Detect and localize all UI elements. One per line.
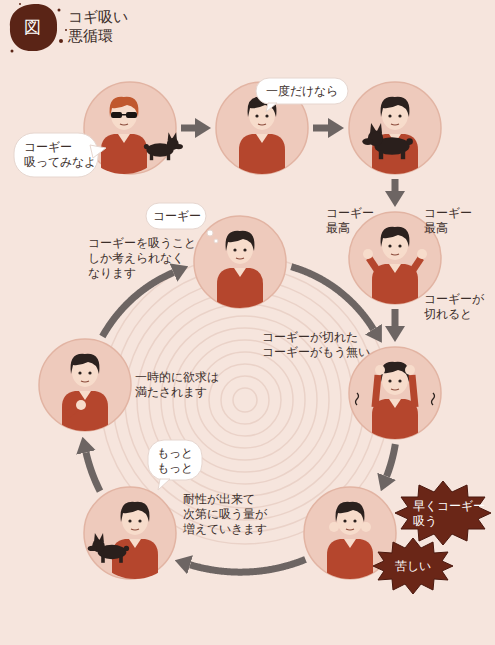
ring xyxy=(209,364,281,436)
flow-arrow xyxy=(387,444,396,476)
blot xyxy=(10,4,57,51)
circle-outline xyxy=(83,81,177,175)
caption-text: コーギーを吸うこと しか考えられなく なります xyxy=(88,236,200,281)
stage-circle xyxy=(348,81,442,175)
speech-bubbles xyxy=(14,78,348,490)
speech-text: もっと もっと xyxy=(157,446,197,476)
speckle xyxy=(19,3,21,5)
stage-circle: 一時的に欲求は 満たされます xyxy=(38,338,132,432)
speckle xyxy=(11,50,14,53)
flow-arrow xyxy=(102,273,173,337)
title-blot xyxy=(10,3,67,53)
circle-outline xyxy=(348,81,442,175)
flow-arrow xyxy=(86,452,100,491)
stage-circle: コーギー 最高コーギー 最高 xyxy=(348,211,442,305)
thought-bubble xyxy=(146,203,206,229)
exclaim-text: コーギー 最高 xyxy=(326,206,378,236)
circle-outline xyxy=(303,486,397,580)
speech-text: コーギー 吸ってみなよ xyxy=(24,140,100,170)
flow-arrow xyxy=(392,179,399,191)
figure-badge: 図 xyxy=(24,16,46,38)
flow-arrow xyxy=(190,559,305,572)
circle-fill xyxy=(304,487,396,579)
speech-bubble xyxy=(148,440,202,480)
flow-arrow xyxy=(392,309,399,326)
burst-shape xyxy=(395,481,491,545)
burst-text: 早くコーギー吸う xyxy=(413,499,487,529)
speech-text: 一度だけなら xyxy=(266,84,346,99)
circle-fill xyxy=(349,82,441,174)
thought-text: コーギー xyxy=(153,209,205,224)
ring xyxy=(137,292,353,508)
circle-fill xyxy=(84,82,176,174)
ring xyxy=(233,388,257,412)
circle-fill xyxy=(84,487,176,579)
circle-fill xyxy=(39,339,131,431)
diagram-title: コギ吸い 悪循環 xyxy=(68,8,132,46)
caption-text: コーギーが切れた コーギーがもう無い xyxy=(262,330,374,360)
stage-circle: もっと もっと xyxy=(83,486,177,580)
arrow-caption: コーギーが 切れると xyxy=(424,292,490,322)
flow-arrow xyxy=(313,125,328,132)
circle-outline xyxy=(193,215,287,309)
stage-circle: 一度だけなら xyxy=(215,81,309,175)
speckle xyxy=(65,29,67,31)
stage-circle: コーギーが切れた コーギーがもう無い xyxy=(348,346,442,440)
arrow-caption: 耐性が出来て 次第に吸う量が 増えていきます xyxy=(183,492,273,537)
stage-circle: 早くコーギー吸う苦しい xyxy=(303,486,397,580)
ring xyxy=(125,280,365,520)
circle-fill xyxy=(349,347,441,439)
flow-arrow xyxy=(181,125,195,132)
burst-text: 苦しい xyxy=(395,559,435,574)
stage-circle: コーギー 吸ってみなよ xyxy=(83,81,177,175)
circle-outline xyxy=(83,486,177,580)
circle-outline xyxy=(38,338,132,432)
exclaim-text: コーギー 最高 xyxy=(424,206,476,236)
ring xyxy=(221,376,269,424)
ring xyxy=(197,352,293,448)
circle-outline xyxy=(348,346,442,440)
speckle xyxy=(58,9,61,12)
stage-circle: コーギーコーギーを吸うこと しか考えられなく なります xyxy=(193,215,287,309)
speckle xyxy=(59,39,63,43)
circle-fill xyxy=(194,216,286,308)
caption-text: 一時的に欲求は 満たされます xyxy=(135,370,225,400)
bubble-tail xyxy=(158,479,170,490)
